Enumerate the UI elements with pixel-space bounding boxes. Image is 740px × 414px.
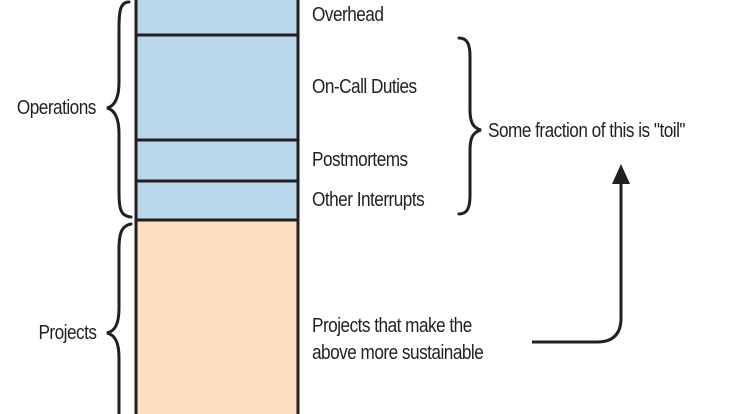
segment-label-on-call-duties: On-Call Duties bbox=[312, 76, 417, 98]
segment-overhead bbox=[136, 0, 298, 35]
segment-other-interrupts bbox=[136, 181, 298, 220]
projects-annotation-line-2: above more sustainable bbox=[312, 342, 484, 364]
group-label-projects: Projects bbox=[37, 322, 97, 344]
bar-outline bbox=[134, 0, 300, 414]
segment-label-other-interrupts: Other Interrupts bbox=[312, 189, 425, 211]
segment-on-call-duties bbox=[136, 35, 298, 140]
segment-postmortems bbox=[136, 140, 298, 181]
projects-annotation-line-1: Projects that make the bbox=[312, 315, 472, 337]
segment-label-postmortems: Postmortems bbox=[312, 149, 408, 171]
sustainability-arrow bbox=[532, 182, 623, 344]
projects-brace bbox=[106, 222, 133, 414]
segment-projects bbox=[136, 220, 298, 414]
segment-label-overhead: Overhead bbox=[312, 4, 384, 26]
toil-brace bbox=[457, 36, 482, 216]
operations-brace bbox=[106, 0, 133, 219]
toil-annotation: Some fraction of this is "toil" bbox=[488, 120, 685, 142]
arrow-head-icon bbox=[612, 164, 630, 184]
group-label-operations: Operations bbox=[17, 97, 97, 119]
